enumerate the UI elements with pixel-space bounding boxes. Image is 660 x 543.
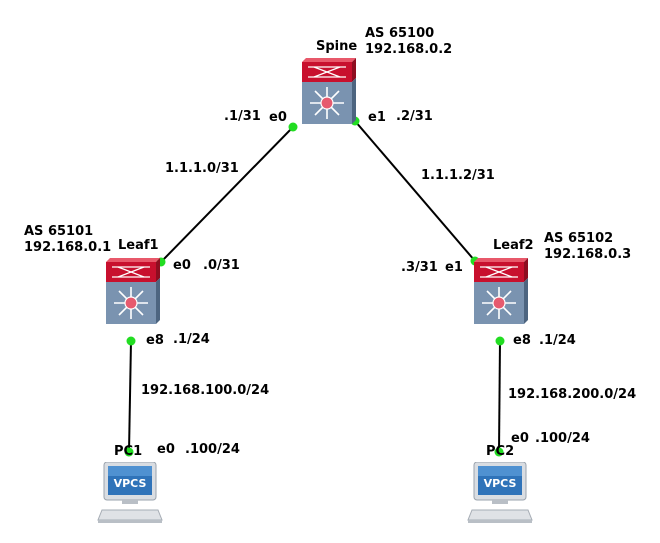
spine-as-label: AS 65100 (365, 26, 435, 41)
pc1-e0-addr-label: .100/24 (185, 442, 240, 457)
pc1-name-label[interactable]: PC1 (114, 444, 143, 459)
spine-e1-port-label: e1 (368, 110, 386, 125)
leaf1-e0-port-label: e0 (173, 258, 191, 273)
port-status-dot-pc2-e0 (494, 447, 504, 457)
vpcs-pc-icon[interactable]: VPCS (96, 462, 164, 524)
spine-e0-port-label: e0 (269, 110, 287, 125)
link-spine-leaf1[interactable] (160, 126, 294, 263)
port-status-dot-leaf1-e8 (126, 336, 136, 346)
link-leaf2-pc2[interactable] (498, 340, 501, 453)
router-icon[interactable] (302, 58, 356, 126)
leaf1-name-label[interactable]: Leaf1 (118, 238, 159, 253)
leaf1-e8-port-label: e8 (146, 333, 164, 348)
leaf1-ip-label: 192.168.0.1 (24, 240, 112, 255)
router-icon[interactable] (474, 258, 528, 326)
spine-e0-addr-label: .1/31 (224, 109, 261, 124)
leaf2-e8-addr-label: .1/24 (539, 333, 576, 348)
leaf2-e8-port-label: e8 (513, 333, 531, 348)
pc2-e0-port-label: e0 (511, 431, 529, 446)
vpcs-badge: VPCS (484, 477, 517, 490)
link-spine-leaf2[interactable] (354, 120, 476, 262)
subnet-label-leaf1-pc1: 192.168.100.0/24 (141, 383, 270, 398)
port-status-dot-spine-e0 (288, 122, 298, 132)
spine-ip-label: 192.168.0.2 (365, 42, 453, 57)
leaf1-e8-addr-label: .1/24 (173, 332, 210, 347)
subnet-label-leaf2-pc2: 192.168.200.0/24 (508, 387, 637, 402)
link-leaf1-pc1[interactable] (128, 340, 132, 453)
pc2-e0-addr-label: .100/24 (535, 431, 590, 446)
subnet-label-spine-leaf2: 1.1.1.2/31 (421, 168, 495, 183)
pc1-e0-port-label: e0 (157, 442, 175, 457)
router-icon[interactable] (106, 258, 160, 326)
pc2-name-label[interactable]: PC2 (486, 444, 515, 459)
leaf2-e1-addr-label: .3/31 (401, 260, 438, 275)
leaf1-e0-addr-label: .0/31 (203, 258, 240, 273)
subnet-label-spine-leaf1: 1.1.1.0/31 (165, 161, 239, 176)
leaf2-as-label: AS 65102 (544, 231, 614, 246)
spine-e1-addr-label: .2/31 (396, 109, 433, 124)
vpcs-pc-icon[interactable]: VPCS (466, 462, 534, 524)
spine-name-label[interactable]: Spine (316, 39, 358, 54)
leaf2-name-label[interactable]: Leaf2 (493, 238, 534, 253)
leaf2-e1-port-label: e1 (445, 260, 463, 275)
port-status-dot-pc1-e0 (124, 447, 134, 457)
port-status-dot-leaf2-e8 (495, 336, 505, 346)
leaf2-ip-label: 192.168.0.3 (544, 247, 632, 262)
leaf1-as-label: AS 65101 (24, 224, 94, 239)
vpcs-badge: VPCS (114, 477, 147, 490)
